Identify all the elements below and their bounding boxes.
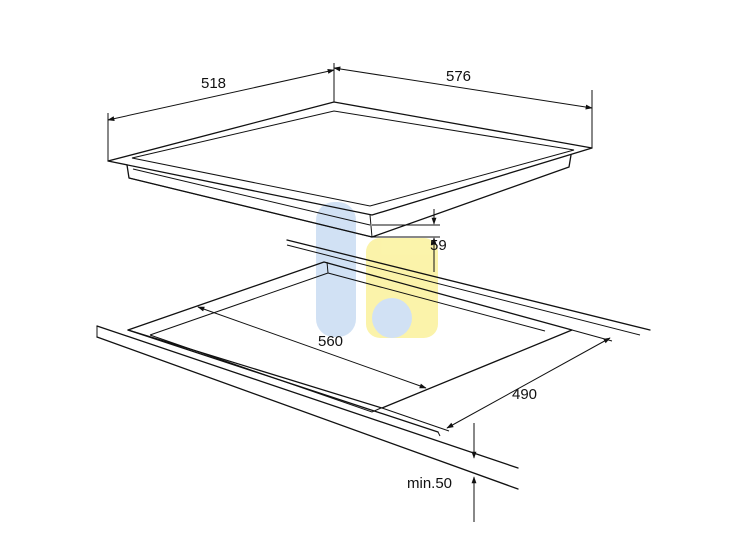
counter-front-bottom: [96, 336, 519, 490]
cutout-inner-left: [149, 261, 329, 336]
cutout-inner-right: [327, 272, 546, 332]
label-cutout-width: 560: [318, 333, 343, 350]
cutout-front-lip: [149, 334, 382, 413]
dim-hob-height: 59: [372, 209, 447, 272]
label-hob-depth: 518: [201, 75, 226, 92]
counter-right-front: [437, 431, 441, 437]
label-hob-height: 59: [430, 237, 447, 254]
dim-counter-thickness: min.50: [407, 423, 477, 522]
dim-hob-depth: 518: [107, 63, 335, 161]
hob-body-right: [371, 154, 572, 238]
hob-edge-front: [369, 214, 373, 238]
watermark-blue-bar: [316, 202, 356, 337]
watermark-logo: [316, 202, 438, 338]
label-hob-width: 576: [446, 68, 471, 85]
watermark-blue-circle: [372, 298, 412, 338]
label-counter-thickness: min.50: [407, 475, 452, 492]
counter-back-edge: [286, 239, 651, 331]
hob-body-left-top: [128, 177, 373, 238]
hob-top-outer: [107, 101, 593, 216]
dim-hob-width: 576: [333, 66, 593, 148]
hob-body-left-side: [132, 168, 371, 226]
cutout-front-edge: [127, 329, 439, 433]
hob-top-inner: [131, 110, 575, 207]
dim-cutout-depth: 490: [381, 329, 613, 432]
counter-front-top: [96, 325, 519, 469]
counter-back-edge-2: [286, 244, 641, 336]
label-cutout-depth: 490: [512, 386, 537, 403]
dim-cutout-width: 560: [197, 306, 427, 389]
